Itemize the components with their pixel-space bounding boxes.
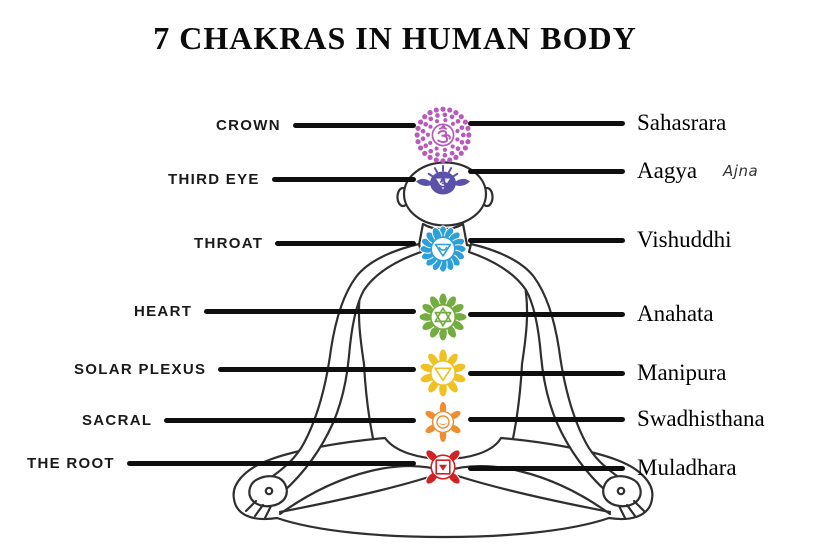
vishuddhi-name: Vishuddhi — [637, 227, 732, 252]
solar-plexus-chakra-icon — [419, 348, 467, 398]
root-chakra-icon — [425, 449, 461, 485]
crown-label: CROWN — [216, 117, 281, 134]
sacral-left-line — [164, 418, 416, 423]
crown-chakra-icon — [414, 106, 472, 164]
root-label: THE ROOT — [27, 455, 115, 472]
swadhisthana-line — [468, 416, 625, 422]
heart-chakra-icon — [418, 292, 468, 342]
manipura-name: Manipura — [637, 360, 727, 385]
aagya-name: Aagya — [637, 158, 698, 183]
callout-left-solar-plexus: SOLAR PLEXUS — [74, 361, 416, 378]
callout-left-heart: HEART — [134, 303, 416, 320]
callout-left-crown: CROWN — [216, 117, 416, 134]
ajna-alt-name: Ajna — [723, 162, 759, 180]
throat-label: THROAT — [194, 235, 264, 252]
solar-plexus-label: SOLAR PLEXUS — [74, 361, 207, 378]
callout-right-manipura: Manipura — [468, 360, 726, 386]
third-eye-label: THIRD EYE — [168, 171, 260, 188]
callout-right-vishuddhi: Vishuddhi — [468, 227, 731, 253]
callout-left-sacral: SACRAL — [82, 412, 416, 429]
callout-right-sahasrara: Sahasrara — [468, 110, 726, 136]
heart-left-line — [204, 309, 416, 314]
muladhara-name: Muladhara — [637, 455, 737, 480]
anahata-name: Anahata — [637, 301, 714, 326]
manipura-line — [468, 370, 625, 376]
root-left-line — [126, 461, 416, 466]
solar-plexus-left-line — [218, 367, 416, 372]
throat-chakra-icon — [419, 225, 467, 273]
heart-label: HEART — [134, 303, 193, 320]
throat-left-line — [275, 241, 416, 246]
sahasrara-line — [468, 120, 625, 126]
callout-left-throat: THROAT — [194, 235, 416, 252]
vishuddhi-line — [468, 237, 625, 243]
crown-left-line — [292, 123, 416, 128]
aagya-line — [468, 168, 625, 174]
callout-right-muladhara: Muladhara — [468, 455, 737, 481]
swadhisthana-name: Swadhisthana — [637, 406, 765, 431]
third-eye-chakra-icon — [416, 165, 470, 195]
muladhara-line — [468, 465, 625, 471]
sacral-label: SACRAL — [82, 412, 153, 429]
sahasrara-name: Sahasrara — [637, 110, 727, 135]
callout-right-swadhisthana: Swadhisthana — [468, 406, 765, 432]
sacral-chakra-icon — [424, 401, 462, 443]
anahata-line — [468, 311, 625, 317]
third-eye-left-line — [271, 177, 416, 182]
callout-right-aagya: Aagya Ajna — [468, 158, 758, 184]
figure-hand — [244, 475, 288, 520]
callout-left-third-eye: THIRD EYE — [168, 171, 416, 188]
callout-left-root: THE ROOT — [27, 455, 416, 472]
callout-right-anahata: Anahata — [468, 301, 714, 327]
page-title: 7 CHAKRAS IN HUMAN BODY — [153, 20, 637, 56]
